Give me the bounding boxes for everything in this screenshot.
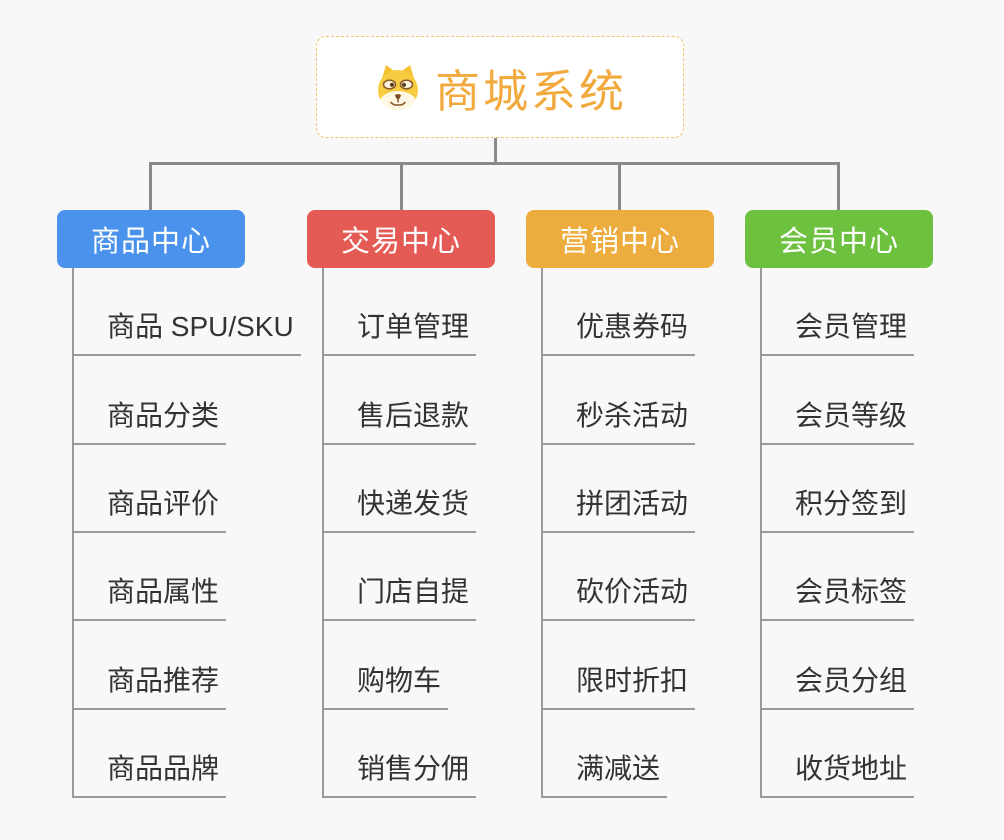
connector-root-drop [494,138,497,165]
leaf-row: 商品属性 [74,533,301,622]
leaf-column-marketing-center: 优惠券码 秒杀活动 拼团活动 砍价活动 限时折扣 满减送 [541,268,696,798]
leaf-node[interactable]: 销售分佣 [324,747,477,798]
leaf-row: 积分签到 [762,445,915,533]
leaf-row: 购物车 [324,621,476,710]
leaf-node[interactable]: 拼团活动 [543,482,696,533]
leaf-row: 砍价活动 [543,533,696,622]
leaf-row: 优惠券码 [543,268,696,357]
leaf-node[interactable]: 快递发货 [324,482,477,533]
leaf-node[interactable]: 售后退款 [324,394,477,445]
leaf-row: 售后退款 [324,356,477,445]
leaf-row: 收货地址 [762,710,915,798]
root-title: 商城系统 [434,65,627,117]
leaf-node[interactable]: 商品评价 [74,482,227,533]
branch-node-marketing-center[interactable]: 营销中心 [526,210,714,268]
branch-node-product-center[interactable]: 商品中心 [57,210,245,268]
leaf-node[interactable]: 会员分组 [762,659,915,710]
leaf-row: 拼团活动 [543,445,696,533]
leaf-node[interactable]: 商品推荐 [74,659,227,710]
leaf-node[interactable]: 优惠券码 [543,305,696,357]
leaf-node[interactable]: 满减送 [543,747,668,798]
leaf-node[interactable]: 购物车 [324,659,449,710]
leaf-node[interactable]: 积分签到 [762,482,915,533]
connector-drop-branch-3 [618,164,621,212]
leaf-row: 会员分组 [762,621,915,710]
connector-drop-branch-1 [149,164,152,212]
leaf-row: 商品分类 [74,356,301,445]
leaf-column-trade-center: 订单管理 售后退款 快递发货 门店自提 购物车 销售分佣 [322,268,477,798]
leaf-node[interactable]: 收货地址 [762,747,915,798]
leaf-node[interactable]: 秒杀活动 [543,394,696,445]
leaf-node[interactable]: 砍价活动 [543,570,696,622]
leaf-node[interactable]: 门店自提 [324,570,477,622]
leaf-row: 销售分佣 [324,710,477,798]
leaf-row: 商品推荐 [74,621,301,710]
leaf-row: 满减送 [543,710,695,798]
connector-drop-branch-2 [400,164,403,212]
leaf-node[interactable]: 会员标签 [762,570,915,622]
branch-node-trade-center[interactable]: 交易中心 [307,210,495,268]
leaf-node[interactable]: 商品 SPU/SKU [74,305,301,357]
leaf-row: 会员管理 [762,268,915,357]
leaf-row: 快递发货 [324,445,477,533]
leaf-node[interactable]: 商品品牌 [74,747,227,798]
leaf-node[interactable]: 商品属性 [74,570,227,622]
leaf-node[interactable]: 会员管理 [762,305,915,357]
leaf-row: 会员等级 [762,356,915,445]
leaf-row: 商品品牌 [74,710,301,798]
leaf-row: 限时折扣 [543,621,696,710]
branch-node-member-center[interactable]: 会员中心 [745,210,933,268]
leaf-row: 商品评价 [74,445,301,533]
leaf-node[interactable]: 限时折扣 [543,659,696,710]
leaf-row: 订单管理 [324,268,477,357]
leaf-column-member-center: 会员管理 会员等级 积分签到 会员标签 会员分组 收货地址 [760,268,915,798]
leaf-row: 商品 SPU/SKU [74,268,301,357]
leaf-node[interactable]: 会员等级 [762,394,915,445]
connector-horizontal-rail [149,162,840,165]
root-node-mall-system[interactable]: 商城系统 [316,36,684,138]
leaf-node[interactable]: 商品分类 [74,394,227,445]
leaf-column-product-center: 商品 SPU/SKU 商品分类 商品评价 商品属性 商品推荐 商品品牌 [72,268,301,798]
leaf-row: 门店自提 [324,533,477,622]
leaf-node[interactable]: 订单管理 [324,305,477,357]
leaf-row: 秒杀活动 [543,356,696,445]
shiba-dog-icon [373,63,423,111]
leaf-row: 会员标签 [762,533,915,622]
connector-drop-branch-4 [837,164,840,212]
